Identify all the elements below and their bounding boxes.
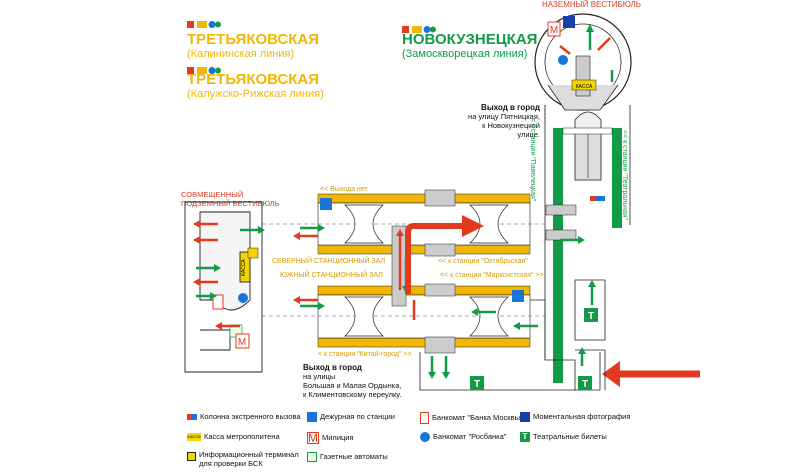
theatre-tickets-icon-3: T (578, 376, 592, 390)
exit-south-caption: Выход в город на улицы Большая и Малая О… (303, 363, 402, 399)
label-marksistskaya: << к станции "Марксистская" >> (440, 272, 544, 279)
line-name-kaluzhsko: (Калужско-Рижская линия) (187, 88, 324, 100)
police-icon-ground: M (550, 25, 558, 36)
police-icon: M (307, 431, 319, 445)
atm-rosbank-icon (420, 432, 430, 443)
svg-text:T: T (588, 311, 594, 322)
legend-item-atm-bank-moskvy: Банкомат "Банка Москвы" (420, 412, 523, 424)
emergency-column-icon-green (590, 196, 595, 201)
legend-item-emergency: Колонна экстренного вызова (187, 412, 301, 421)
duty-officer-icon-bottom (512, 290, 524, 302)
svg-text:T: T (582, 379, 588, 390)
station-name-tretyakovskaya-kalininskaya: ТРЕТЬЯКОВСКАЯ (187, 31, 320, 48)
station-name-novokuznetskaya: НОВОКУЗНЕЦКАЯ (402, 31, 538, 48)
line-icons-zamoskvoretskaya (402, 21, 436, 39)
legend-item-photo: Моментальная фотография (520, 412, 630, 423)
legend-item-atm-rosbank: Банкомат "Росбанка" (420, 432, 506, 443)
info-terminal-icon (187, 452, 196, 461)
label-kitay-gorod: < к станции "Китай-город" >> (318, 351, 412, 358)
legend: Колонна экстренного вызова Дежурная по с… (187, 412, 787, 470)
emergency-column-icon (187, 414, 197, 421)
label-southern-hall: ЮЖНЫЙ СТАНЦИОННЫЙ ЗАЛ (280, 272, 383, 279)
kassa-label-ground: КАССА (576, 84, 593, 90)
ground-vestibule-title: НАЗЕМНЫЙ ВЕСТИБЮЛЬ (542, 0, 641, 9)
photo-booth-icon-ground (563, 16, 575, 28)
atm-bank-moskvy-icon (420, 412, 429, 424)
theatre-tickets-icon-2: T (470, 376, 484, 390)
legend-item-newspaper: Газетные автоматы (307, 452, 388, 463)
label-northern-hall: СЕВЕРНЫЙ СТАНЦИОННЫЙ ЗАЛ (272, 258, 386, 265)
station-schematic: КАССА M (184, 13, 700, 391)
atm-rosbank-icon-combined (238, 293, 248, 303)
police-icon-combined: M (238, 337, 246, 348)
newspaper-machine-icon (307, 452, 317, 463)
duty-officer-icon (307, 412, 317, 423)
photo-booth-icon (520, 412, 530, 423)
duty-officer-icon-top (320, 198, 332, 210)
label-no-exit: << Выхода нет (320, 186, 368, 193)
emergency-column-icon-combined (212, 294, 224, 310)
theatre-tickets-icon: T (520, 432, 530, 443)
label-oktyabrskaya: << к станции "Октябрьская" (438, 258, 528, 265)
theatre-tickets-icon-1: T (584, 308, 598, 322)
kassa-label-combined: КАССА (241, 259, 247, 276)
legend-item-duty: Дежурная по станции (307, 412, 395, 423)
line-icons-kalininskaya (187, 16, 221, 34)
line-name-kalininskaya: (Калининская линия) (187, 48, 295, 60)
combined-vestibule-title: СОВМЕЩЕННЫЙ ПОДЗЕМНЫЙ ВЕСТИБЮЛЬ (181, 190, 280, 208)
ground-vestibule: КАССА M (534, 13, 632, 111)
exit-north-caption: Выход в город на улицу Пятницкая, к Ново… (468, 103, 540, 139)
line-name-zamoskvoretskaya: (Замоскворецкая линия) (402, 48, 528, 60)
svg-text:T: T (474, 379, 480, 390)
ticket-office-icon: КАССА (187, 433, 201, 442)
station-name-tretyakovskaya-kaluzhsko: ТРЕТЬЯКОВСКАЯ (187, 71, 320, 88)
legend-item-info-terminal: Информационный терминал для проверки БСК (187, 450, 299, 468)
atm-rosbank-icon-ground (558, 55, 568, 65)
combined-vestibule (184, 201, 263, 373)
line-icons-kaluzhsko (187, 62, 221, 80)
